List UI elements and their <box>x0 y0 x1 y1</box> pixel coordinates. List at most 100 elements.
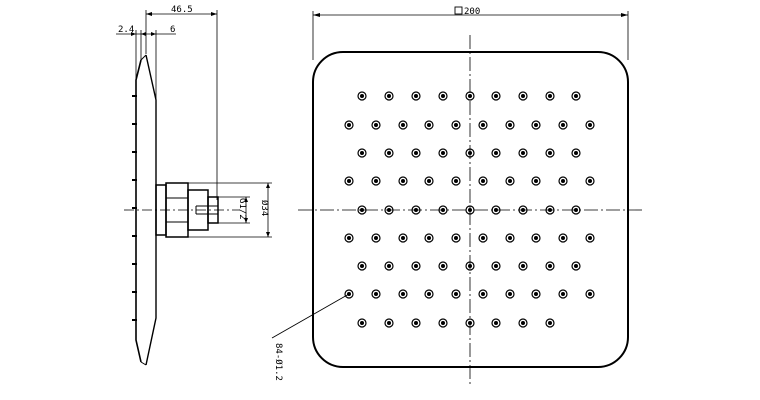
nozzle-hole-center <box>441 94 445 98</box>
nozzle-hole <box>545 261 555 271</box>
nozzle-hole-center <box>401 123 405 127</box>
nozzle-hole-center <box>454 179 458 183</box>
nozzle-hole-center <box>347 236 351 240</box>
nozzle-hole <box>398 120 408 130</box>
nozzle-hole-center <box>494 94 498 98</box>
nozzle-hole <box>505 120 515 130</box>
nozzle-hole <box>531 120 541 130</box>
nozzle-hole <box>451 233 461 243</box>
nozzle-hole <box>344 176 354 186</box>
nozzle-hole <box>411 318 421 328</box>
nozzle-hole-center <box>588 292 592 296</box>
nozzle-hole-center <box>468 94 472 98</box>
nozzle-hole <box>491 261 501 271</box>
nozzle-hole-center <box>347 123 351 127</box>
nozzle-hole <box>384 318 394 328</box>
nozzle-hole-center <box>414 321 418 325</box>
nozzle-hole-center <box>427 236 431 240</box>
nozzle-hole-center <box>387 208 391 212</box>
plate-front-edge <box>135 59 142 363</box>
dim-total-depth: 46.5 <box>171 5 193 15</box>
nozzle-hole <box>398 176 408 186</box>
nozzle-hole <box>571 261 581 271</box>
nozzle-hole-center <box>494 151 498 155</box>
nozzle-hole <box>465 148 475 158</box>
nozzle-hole <box>545 318 555 328</box>
nozzle-hole <box>357 205 367 215</box>
nozzle-hole-center <box>441 321 445 325</box>
nozzle-hole <box>411 91 421 101</box>
nozzle-hole <box>384 205 394 215</box>
nozzle-hole-center <box>414 94 418 98</box>
nozzle-hole <box>424 233 434 243</box>
nozzle-hole-center <box>468 264 472 268</box>
nozzle-hole <box>357 148 367 158</box>
nozzle-hole-center <box>521 321 525 325</box>
nozzle-hole <box>505 233 515 243</box>
nozzle-hole-center <box>494 321 498 325</box>
nozzle-hole <box>424 289 434 299</box>
nozzle-hole-center <box>534 123 538 127</box>
nozzle-hole <box>451 289 461 299</box>
nozzle-hole <box>545 91 555 101</box>
nozzle-hole <box>531 176 541 186</box>
nozzle-hole-center <box>561 292 565 296</box>
nozzle-hole-center <box>387 151 391 155</box>
plate-rim-bottom <box>140 361 147 366</box>
nozzle-callout: 84-Ø1.2 <box>273 343 284 381</box>
nozzle-hole <box>491 91 501 101</box>
nozzle-hole-center <box>548 208 552 212</box>
nozzle-hole <box>545 148 555 158</box>
nozzle-hole-center <box>387 321 391 325</box>
nozzle-hole-center <box>414 151 418 155</box>
nozzle-hole-center <box>521 94 525 98</box>
nozzle-hole <box>518 205 528 215</box>
nozzle-hole <box>518 318 528 328</box>
nozzle-hole-center <box>561 123 565 127</box>
nozzle-hole <box>478 120 488 130</box>
nozzle-grid <box>344 91 595 328</box>
nozzle-hole-center <box>441 208 445 212</box>
nozzle-hole-center <box>534 179 538 183</box>
nozzle-hole <box>424 176 434 186</box>
nozzle-hole <box>438 261 448 271</box>
nozzle-hole <box>518 91 528 101</box>
nozzle-hole <box>491 318 501 328</box>
nozzle-hole <box>384 148 394 158</box>
nozzle-hole <box>438 205 448 215</box>
nozzle-hole <box>398 233 408 243</box>
nozzle-hole <box>531 289 541 299</box>
nozzle-hole <box>585 233 595 243</box>
plate-nozzle-studs <box>132 95 137 321</box>
nozzle-hole-center <box>374 236 378 240</box>
nozzle-hole-center <box>427 123 431 127</box>
nozzle-hole-center <box>468 208 472 212</box>
nozzle-hole-center <box>494 264 498 268</box>
nozzle-hole <box>505 176 515 186</box>
front-view <box>271 6 642 385</box>
nozzle-hole-center <box>548 264 552 268</box>
nozzle-hole-center <box>574 264 578 268</box>
nozzle-hole <box>357 91 367 101</box>
nozzle-hole <box>357 318 367 328</box>
nozzle-hole-center <box>508 123 512 127</box>
nozzle-hole-center <box>481 123 485 127</box>
nozzle-hole <box>384 261 394 271</box>
nozzle-hole <box>558 233 568 243</box>
dim-plate-thickness: 2.4 <box>118 25 134 35</box>
nozzle-hole-center <box>561 236 565 240</box>
nozzle-hole <box>531 233 541 243</box>
nozzle-hole <box>558 176 568 186</box>
nozzle-hole <box>357 261 367 271</box>
nozzle-hole-center <box>548 94 552 98</box>
nozzle-hole-center <box>360 94 364 98</box>
nozzle-hole <box>438 91 448 101</box>
nozzle-hole-center <box>374 292 378 296</box>
nozzle-hole <box>491 148 501 158</box>
nozzle-hole-center <box>441 264 445 268</box>
nozzle-hole <box>478 176 488 186</box>
dim-plate-gap: 6 <box>170 25 175 35</box>
nozzle-hole <box>518 148 528 158</box>
nozzle-hole <box>344 289 354 299</box>
nozzle-hole <box>438 318 448 328</box>
